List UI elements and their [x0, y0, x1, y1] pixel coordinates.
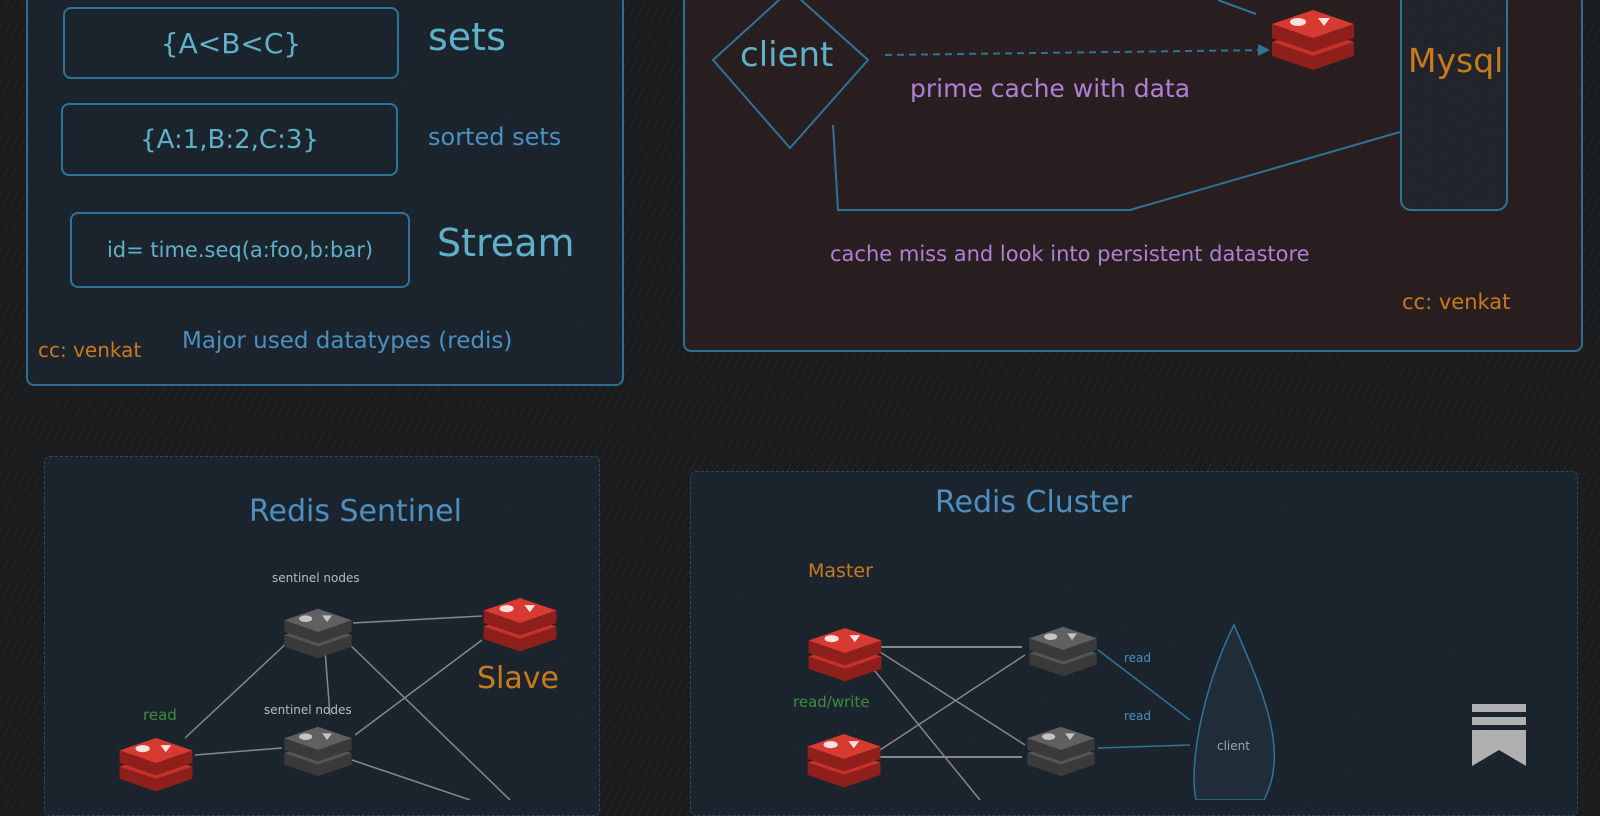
sets-box: {A<B<C}	[63, 7, 399, 79]
redis-master2-icon	[807, 734, 881, 788]
sentinel-line-5	[184, 639, 291, 739]
cluster-line-7	[1097, 744, 1191, 749]
redis-logo-icon	[1272, 10, 1354, 70]
cluster-client-label: client	[1217, 739, 1250, 753]
prime-arrow	[884, 49, 1269, 56]
datatypes-credit: cc: venkat	[38, 338, 142, 362]
top-connector	[1217, 0, 1257, 15]
sentinel-read-label: read	[143, 706, 177, 724]
cache-miss-label: cache miss and look into persistent data…	[830, 242, 1310, 266]
redis-slave-icon	[483, 598, 557, 652]
sets-label: sets	[428, 15, 506, 59]
read-write-label: read/write	[793, 693, 870, 711]
cluster-client-shape	[1193, 623, 1276, 800]
sentinel-node-mid-icon	[284, 726, 352, 777]
sentinel-node-top-icon	[284, 608, 352, 659]
cluster-line-4	[879, 654, 1026, 751]
mysql-cylinder	[1400, 0, 1508, 211]
prime-arrowhead	[1258, 44, 1270, 56]
client-label: client	[740, 35, 834, 75]
sentinel-nodes-mid-label: sentinel nodes	[264, 703, 352, 717]
sentinel-line-4	[194, 747, 283, 756]
master-label: Master	[808, 560, 873, 582]
mysql-label: Mysql	[1408, 41, 1504, 80]
stream-box: id= time.seq(a:foo,b:bar)	[70, 212, 410, 288]
sentinel-line-3	[344, 639, 511, 800]
prime-cache-label: prime cache with data	[910, 74, 1191, 103]
sentinel-title: Redis Sentinel	[249, 494, 462, 529]
datatypes-caption: Major used datatypes (redis)	[182, 328, 513, 354]
sentinel-line-7	[351, 759, 471, 800]
sentinel-line-6	[354, 639, 483, 736]
sentinel-line-2	[324, 649, 331, 716]
cluster-title: Redis Cluster	[935, 485, 1132, 520]
cluster-read-mid-label: read	[1124, 709, 1152, 723]
sentinel-line-1	[352, 615, 483, 624]
sentinel-nodes-top-label: sentinel nodes	[272, 571, 360, 585]
cache-miss-path	[832, 124, 1401, 211]
sorted-sets-box: {A:1,B:2,C:3}	[61, 103, 398, 176]
stream-label: Stream	[437, 221, 575, 265]
cluster-line-6	[1097, 649, 1191, 721]
slave-label: Slave	[477, 661, 559, 696]
redis-read-icon	[119, 738, 193, 792]
redis-master-icon	[808, 628, 882, 682]
client-diamond	[711, 0, 870, 150]
cluster-node-top-icon	[1029, 626, 1097, 677]
cluster-line-5	[869, 664, 981, 800]
cache-credit: cc: venkat	[1402, 290, 1511, 314]
datatypes-panel	[26, 0, 624, 386]
cluster-read-top-label: read	[1124, 651, 1152, 665]
sorted-sets-label: sorted sets	[428, 123, 562, 151]
cluster-line-2	[879, 651, 1026, 746]
bookmark-logo-icon	[1472, 704, 1526, 766]
cluster-node-mid-icon	[1027, 726, 1095, 777]
